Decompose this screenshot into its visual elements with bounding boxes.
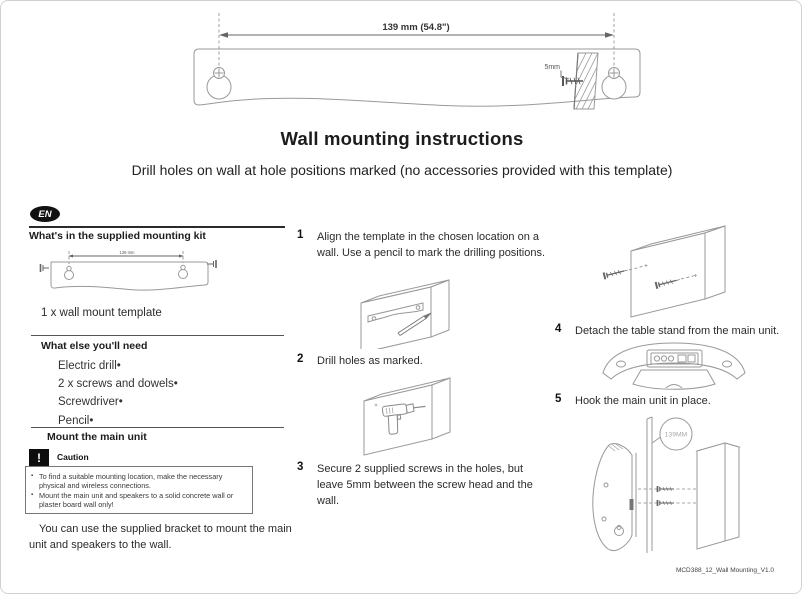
kit-item: 1 x wall mount template <box>41 307 162 319</box>
bullet-icon: ▪ <box>31 473 34 479</box>
wall-side-face <box>430 279 450 338</box>
template-on-wall <box>367 302 424 323</box>
template-outline <box>193 48 641 107</box>
screw-icon <box>656 485 675 493</box>
pencil-icon <box>397 312 432 336</box>
gap-label: 5mm <box>544 64 560 71</box>
step-number: 4 <box>555 323 562 335</box>
step-text: Hook the main unit in place. <box>575 395 711 407</box>
step1-illustration <box>360 279 450 349</box>
divider <box>29 226 285 228</box>
distance-label: 139MM <box>665 432 688 439</box>
caution-box: ▪ To find a suitable mounting location, … <box>25 466 253 514</box>
step-number: 1 <box>297 229 304 241</box>
screw-icon <box>602 265 630 281</box>
need-heading: What else you'll need <box>41 340 148 352</box>
divider <box>31 335 284 336</box>
hook-in-place-illustration: 139MM <box>592 416 741 553</box>
step-text: Detach the table stand from the main uni… <box>575 325 780 337</box>
drill-icon <box>381 403 426 435</box>
kit-keyhole-left <box>64 265 74 280</box>
main-unit-rear-illustration <box>602 342 746 390</box>
kit-keyhole-right <box>178 264 188 279</box>
step-5: 5 Hook the main unit in place. <box>555 393 795 409</box>
distance-callout <box>659 417 693 451</box>
kit-screw-left <box>39 264 49 272</box>
dimension-label: 139 mm (54.8") <box>382 22 449 33</box>
kit-screw-right <box>207 260 217 268</box>
bracket-note: You can use the supplied bracket to moun… <box>29 523 292 551</box>
need-item: Electric drill• <box>58 360 121 372</box>
bullet-icon: ▪ <box>31 492 34 498</box>
mount-heading: Mount the main unit <box>47 431 147 443</box>
need-item: 2 x screws and dowels• <box>58 378 178 391</box>
kit-heading: What's in the supplied mounting kit <box>29 230 206 242</box>
wall-slab <box>695 442 741 550</box>
table-stand <box>632 369 716 390</box>
need-item: Screwdriver• <box>58 396 123 409</box>
wall-edge <box>646 416 653 553</box>
language-badge: EN <box>30 206 60 222</box>
document-reference: MCD388_12_Wall Mounting_V1.0 <box>675 567 774 574</box>
step-4: 4 Detach the table stand from the main u… <box>555 323 795 339</box>
drill-mark <box>374 403 378 407</box>
page-subtitle: Drill holes on wall at hole positions ma… <box>131 162 673 178</box>
step-text: Align the template in the chosen locatio… <box>317 231 546 259</box>
divider <box>31 427 284 428</box>
keyhole-left <box>206 67 232 100</box>
screw-icon <box>656 499 675 507</box>
screws-into-wall-illustration <box>602 225 726 318</box>
drill-mark <box>694 274 697 277</box>
kit-template-drawing: 139 mm <box>39 250 217 291</box>
kit-dimension-label: 139 mm <box>119 250 135 255</box>
step-text: Drill holes as marked. <box>317 355 423 367</box>
need-item: Pencil• <box>58 414 94 427</box>
step-2: 2 Drill holes as marked. <box>297 353 551 369</box>
hook-slot <box>629 499 634 510</box>
keyhole-right <box>601 67 627 100</box>
need-list: Electric drill• 2 x screws and dowels• S… <box>58 357 278 430</box>
drill-mark <box>644 264 648 267</box>
caution-item: ▪ To find a suitable mounting location, … <box>31 472 223 490</box>
caution-item: ▪ Mount the main unit and speakers to a … <box>31 491 234 509</box>
gap-leader-line <box>560 70 570 80</box>
step2-illustration <box>363 377 451 456</box>
wall-front-face <box>360 286 432 349</box>
caution-title: Caution <box>57 452 89 462</box>
wall-template-diagram: 139 mm (54.8") <box>193 13 641 110</box>
step-text: Secure 2 supplied screws in the holes, b… <box>317 463 533 507</box>
step-number: 2 <box>297 353 304 365</box>
step-1: 1 Align the template in the chosen locat… <box>297 229 551 261</box>
step-3: 3 Secure 2 supplied screws in the holes,… <box>297 461 551 509</box>
step-number: 3 <box>297 461 304 473</box>
step-number: 5 <box>555 393 562 405</box>
caution-icon: ! <box>29 449 49 467</box>
main-unit-side <box>592 443 637 552</box>
page-title: Wall mounting instructions <box>280 128 524 149</box>
